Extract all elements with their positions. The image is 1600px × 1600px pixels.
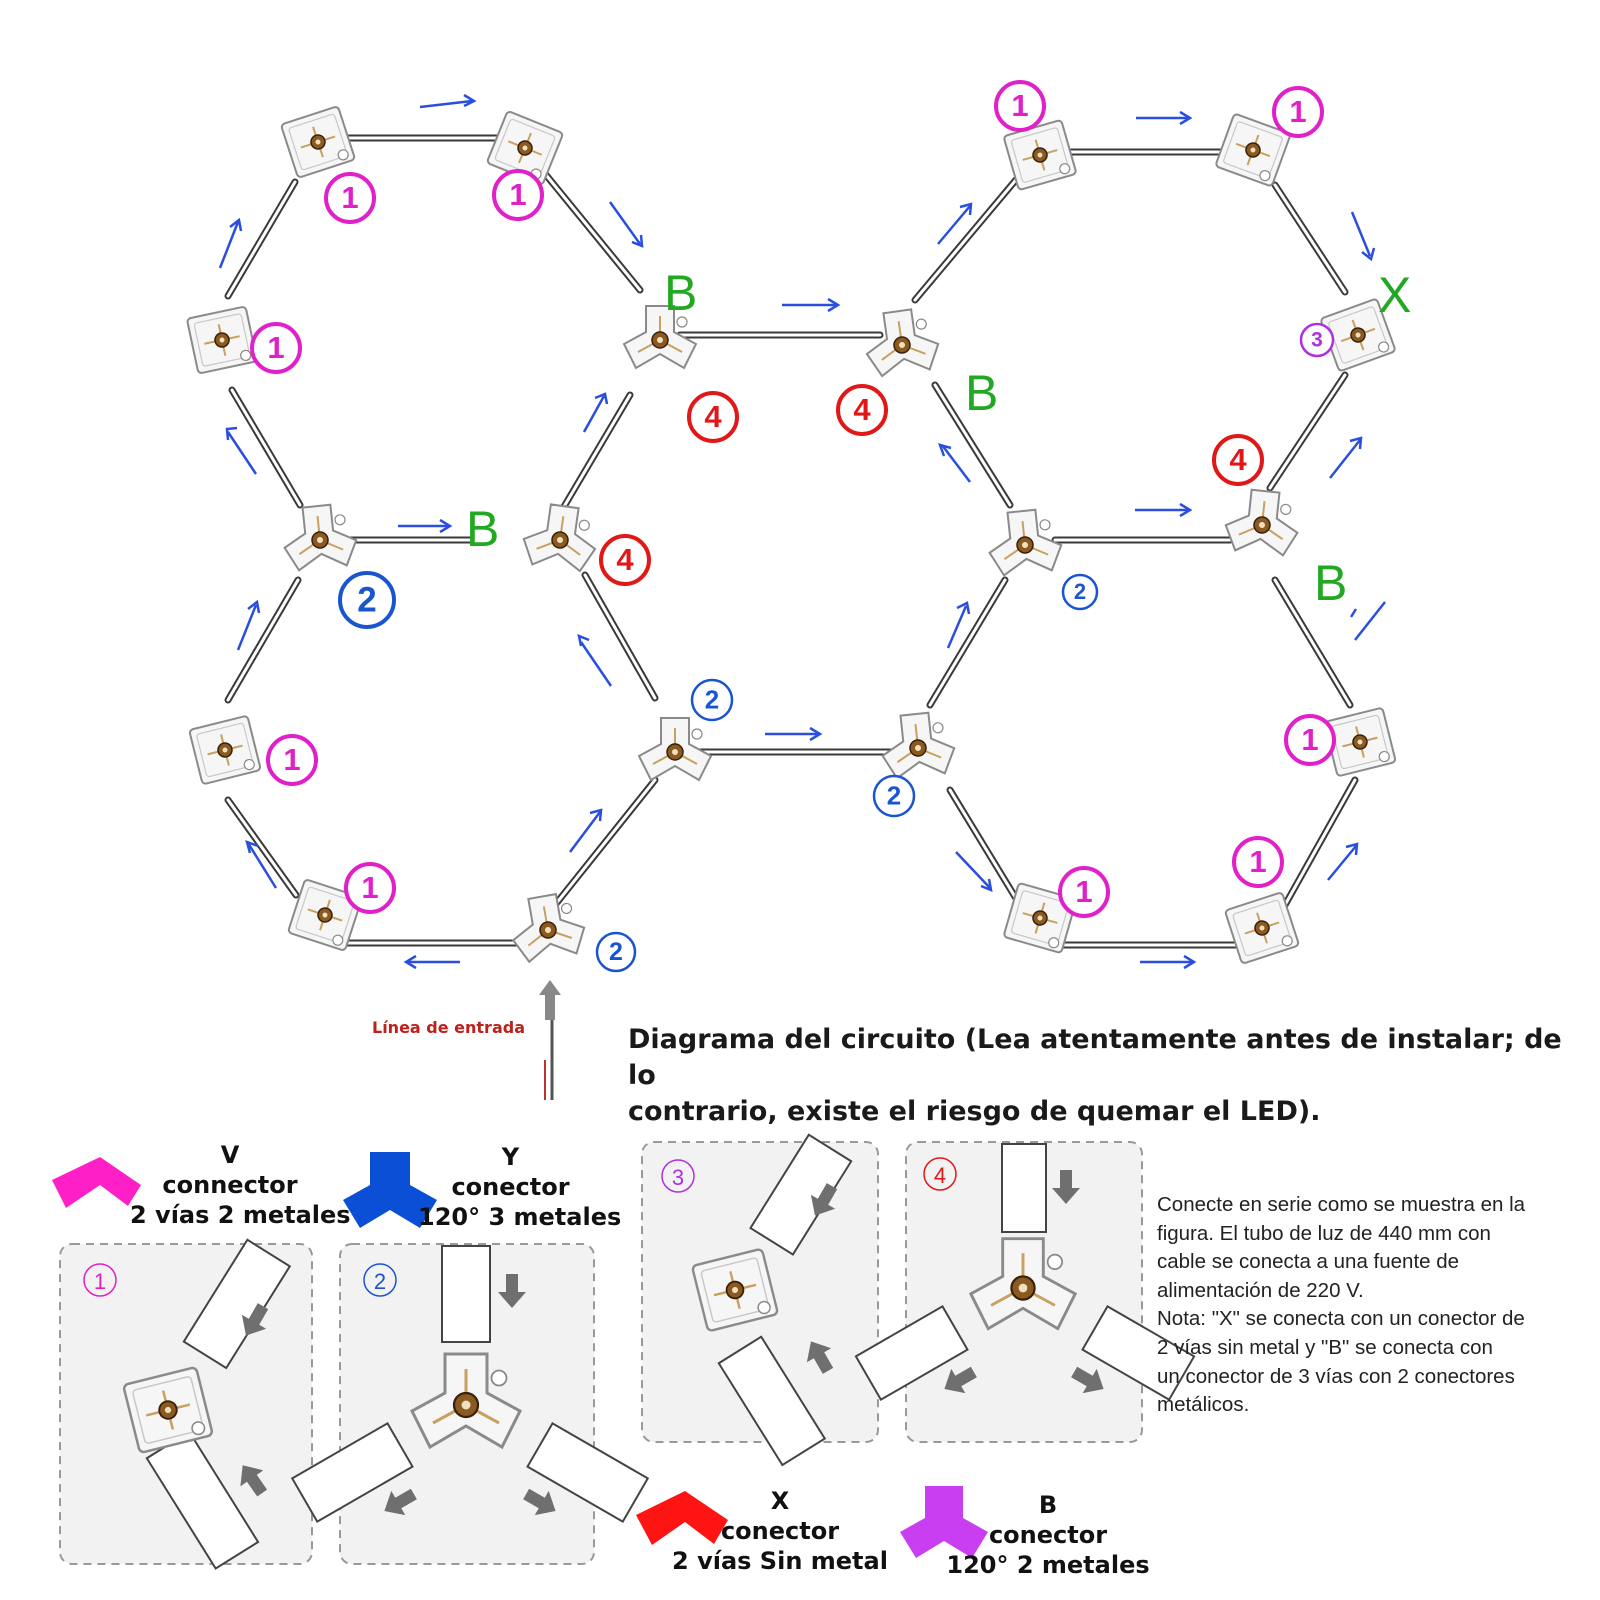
input-line-label: Línea de entrada (372, 1018, 525, 1037)
flow-arrows (218, 93, 1386, 970)
y-connector (519, 500, 602, 574)
y-connector (279, 501, 360, 573)
badge-4: 4 (1212, 434, 1264, 486)
svg-text:4: 4 (1229, 442, 1247, 477)
x-connector-legend-icon (636, 1491, 728, 1545)
y-connector-legend-icon (343, 1152, 437, 1228)
v-connector (188, 714, 262, 786)
svg-text:2: 2 (1074, 579, 1086, 604)
svg-text:4: 4 (616, 542, 634, 577)
svg-text:2: 2 (374, 1269, 386, 1294)
v-connector-legend-label: V connector 2 vías 2 metales (130, 1141, 351, 1229)
badge-2: 2 (872, 774, 916, 818)
y-connector-legend-label: Y conector 120° 3 metales (418, 1143, 622, 1231)
svg-text:1: 1 (1249, 844, 1266, 879)
svg-text:2: 2 (887, 780, 901, 810)
svg-text:1: 1 (361, 870, 378, 905)
svg-text:1: 1 (1011, 88, 1028, 123)
badge-2: 2 (1061, 573, 1099, 611)
svg-text:1: 1 (267, 330, 284, 365)
svg-text:3: 3 (1311, 329, 1323, 352)
connector-tags: B B B B X (466, 265, 1411, 611)
detail-panel-1: 1 (59, 1238, 313, 1570)
svg-text:3: 3 (672, 1165, 684, 1190)
b-connector-legend-label: B conector 120° 2 metales (946, 1491, 1150, 1579)
v-connector (185, 305, 259, 375)
svg-text:1: 1 (94, 1269, 106, 1294)
badge-1: 1 (250, 322, 302, 374)
svg-text:1: 1 (341, 180, 358, 215)
badge-1: 1 (324, 172, 376, 224)
y-connector (638, 717, 712, 781)
y-connector (860, 305, 943, 379)
badge-2: 2 (338, 571, 396, 629)
y-connector (1222, 486, 1303, 558)
badge-1: 1 (1272, 86, 1324, 138)
detail-panel-3: 3 (641, 1133, 879, 1467)
b-connector-legend-icon (900, 1486, 988, 1558)
y-connector (505, 889, 590, 965)
badge-4: 4 (599, 534, 651, 586)
tag-b: B (466, 501, 499, 557)
badge-1: 1 (1284, 714, 1336, 766)
badge-4: 4 (836, 384, 888, 436)
diagram-title: Diagrama del circuito (Lea atentamente a… (628, 1024, 1562, 1127)
detail-panel-4: 4 (854, 1141, 1196, 1443)
badge-2: 2 (690, 678, 734, 722)
connector-number-badges: 1 1 1 4 4 1 1 3 4 2 4 2 2 1 2 1 1 2 1 1 (250, 80, 1336, 973)
svg-text:4: 4 (704, 399, 722, 434)
tube-bars (224, 134, 1359, 949)
svg-text:1: 1 (509, 177, 526, 212)
input-line (539, 980, 561, 1100)
badge-1: 1 (1232, 836, 1284, 888)
svg-text:4: 4 (934, 1163, 946, 1188)
y-connector (877, 709, 958, 781)
detail-panel-2: 2 (290, 1243, 650, 1565)
svg-text:1: 1 (1075, 874, 1092, 909)
legend-icons (52, 1152, 988, 1558)
tag-x: X (1378, 267, 1411, 323)
svg-text:2: 2 (357, 580, 376, 619)
x-connector-legend-label: X conector 2 vías Sin metal (672, 1487, 888, 1575)
badge-1: 1 (994, 80, 1046, 132)
svg-text:1: 1 (283, 742, 300, 777)
badge-4: 4 (687, 391, 739, 443)
v-connector-legend-icon (52, 1157, 141, 1208)
v-connector (279, 105, 357, 179)
badge-1: 1 (266, 734, 318, 786)
y-connector (984, 506, 1065, 578)
badge-1: 1 (492, 169, 544, 221)
badge-2: 2 (595, 931, 637, 973)
svg-text:1: 1 (1301, 722, 1318, 757)
tag-b: B (1314, 555, 1347, 611)
tag-b: B (965, 365, 998, 421)
svg-text:1: 1 (1289, 94, 1306, 129)
installation-note: Conecte en serie como se muestra en la f… (1157, 1193, 1526, 1417)
svg-text:2: 2 (705, 684, 719, 714)
tag-b: B (664, 265, 697, 321)
svg-text:2: 2 (609, 938, 623, 966)
badge-1: 1 (344, 862, 396, 914)
connectors (185, 105, 1397, 965)
svg-text:4: 4 (853, 392, 871, 427)
badge-1: 1 (1058, 866, 1110, 918)
badge-3: 3 (1299, 322, 1335, 358)
